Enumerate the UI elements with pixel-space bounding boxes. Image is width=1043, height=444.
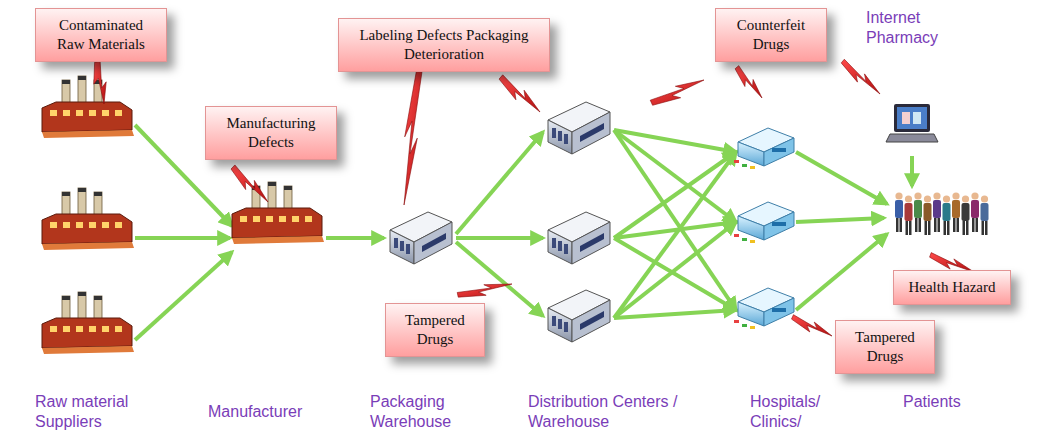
stage-label: Patients	[903, 392, 993, 412]
warehouse-icon	[548, 290, 610, 342]
stage-label: Manufacturer	[208, 402, 328, 422]
flow-arrow	[614, 238, 736, 310]
lightning-bolt	[650, 80, 704, 105]
warehouse-icon	[548, 212, 610, 264]
lightning-bolt	[792, 315, 832, 336]
warehouse-icon	[548, 102, 610, 154]
flow-arrow	[614, 152, 736, 238]
factory-icon	[42, 292, 134, 354]
flow-arrow	[796, 152, 887, 204]
flow-arrow	[456, 236, 543, 240]
hazard-callout: Tampered Drugs	[835, 320, 935, 374]
callout-text: Labeling Defects Packaging Deterioration	[359, 26, 529, 64]
flow-arrow	[614, 130, 736, 152]
factory-icon	[42, 76, 134, 138]
flow-arrow	[614, 222, 736, 318]
factory-icon	[42, 188, 134, 250]
hospital-icon	[734, 202, 794, 243]
stage-label: Internet Pharmacy	[866, 8, 966, 48]
lightning-bolt	[404, 70, 422, 205]
patients-icon	[895, 192, 989, 235]
callout-text: Manufacturing Defects	[215, 114, 327, 152]
flow-arrow	[135, 252, 232, 340]
flow-arrow	[910, 156, 914, 186]
hazard-callout: Tampered Drugs	[385, 303, 485, 357]
lightning-bolt	[735, 66, 762, 98]
hazard-callout: Health Hazard	[893, 270, 1011, 305]
hazard-callout: Contaminated Raw Materials	[35, 8, 167, 62]
flow-arrow	[614, 130, 736, 310]
callout-text: Tampered Drugs	[845, 328, 925, 366]
lightning-bolt	[94, 61, 106, 104]
flow-arrow	[456, 132, 543, 234]
stage-label: Packaging Warehouse	[370, 392, 470, 432]
factory-icon	[232, 182, 324, 244]
lightning-bolt	[499, 75, 540, 112]
flow-arrow	[796, 218, 884, 222]
hospital-icon	[734, 128, 794, 169]
callout-text: Tampered Drugs	[395, 311, 475, 349]
hazard-callout: Labeling Defects Packaging Deterioration	[338, 18, 550, 72]
callout-text: Contaminated Raw Materials	[45, 16, 157, 54]
flow-arrow	[614, 152, 736, 318]
lightning-bolt	[841, 59, 880, 94]
lightning-bolt	[231, 165, 268, 202]
flow-arrow	[326, 236, 384, 240]
stage-label: Raw material Suppliers	[35, 392, 155, 432]
warehouse-icon	[390, 212, 452, 264]
hazard-callout: Counterfeit Drugs	[715, 8, 827, 62]
callout-text: Counterfeit Drugs	[725, 16, 817, 54]
laptop-icon	[886, 104, 938, 142]
flow-arrow	[614, 310, 736, 318]
stage-label: Distribution Centers / Warehouse	[528, 392, 708, 432]
flow-arrow	[796, 234, 887, 310]
hazard-callout: Manufacturing Defects	[205, 106, 337, 160]
flow-arrow	[135, 236, 230, 240]
callout-text: Health Hazard	[903, 278, 1001, 297]
hospital-icon	[734, 288, 794, 329]
stage-label: Hospitals/ Clinics/	[750, 392, 850, 432]
lightning-bolt	[457, 284, 512, 297]
